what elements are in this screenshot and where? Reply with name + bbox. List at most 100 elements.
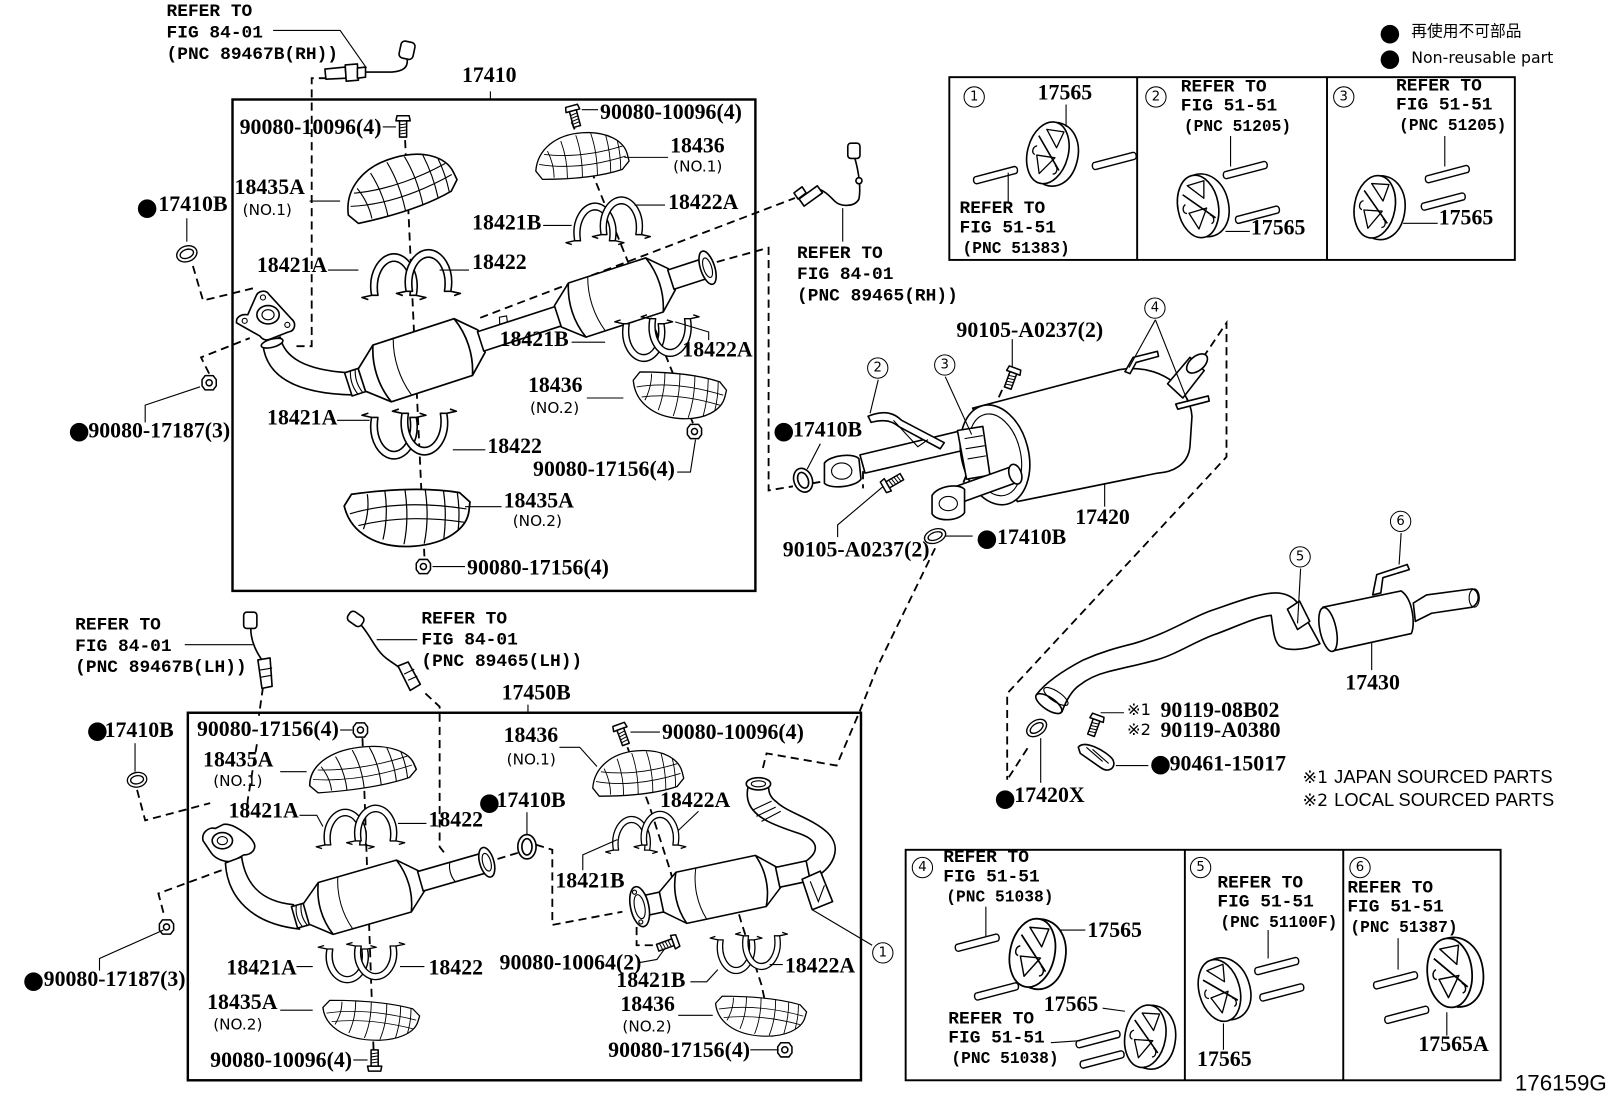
tail-pipe-drawing [1034,563,1480,715]
callout-part-number[interactable]: 17565 [1250,214,1306,240]
callout-part-number[interactable]: 18435A [203,746,274,772]
callout-part-number[interactable]: 90080-17156(4) [533,456,675,481]
callout-part-number[interactable]: 18421B [555,867,625,892]
callout-part-number[interactable]: 90080-17156(4) [196,716,339,741]
clamp-18422 [395,248,462,297]
callout-part-number[interactable]: 17410B [158,191,228,216]
heat-shield-18436-no1 [535,131,630,181]
callout-part-number[interactable]: 18436 [620,991,675,1016]
callout-part-number[interactable]: 17410B [997,524,1067,549]
hanger-rod-icon [1424,164,1471,184]
callout-part-number[interactable]: 18422 [428,954,484,980]
callout-part-number[interactable]: 18422 [487,433,542,458]
assembly-number-17430[interactable]: 17430 [1345,669,1400,694]
footnote-text: JAPAN SOURCED PARTS [1334,766,1553,787]
figure-reference[interactable]: FIG 51-51 [1180,96,1278,117]
callout-part-number[interactable]: 17565 [1037,79,1093,105]
callout-part-number[interactable]: 90080-10096(4) [239,114,382,139]
hanger-ref-circle[interactable]: 1 [872,942,894,964]
callout-part-number[interactable]: 90080-17156(4) [467,554,609,580]
gasket-icon [1022,714,1051,741]
callout-part-number[interactable]: 17420X [1014,782,1085,807]
callout-part-number[interactable]: 17410B [496,787,566,812]
hanger-ref-circle[interactable]: 2 [867,357,889,379]
figure-reference[interactable]: FIG 51-51 [1217,892,1314,913]
callout-part-number[interactable]: 90080-17156(4) [608,1037,751,1062]
figure-reference[interactable]: FIG 84-01 [75,636,172,657]
callout-part-number[interactable]: 90080-17187(3) [43,966,186,991]
callout-part-number[interactable]: 18422A [668,189,739,214]
callout-part-number[interactable]: 18435A [503,487,574,513]
hanger-ref-circle[interactable]: 5 [1289,546,1311,568]
callout-part-number[interactable]: 18436 [527,372,583,397]
callout-part-number[interactable]: 17565 [1197,1046,1252,1071]
figure-reference[interactable]: FIG 51-51 [1396,95,1493,116]
leader-line [677,810,699,831]
hanger-reference-4b: REFER TO FIG 51-51 (PNC 51038) [948,1009,1058,1069]
figure-reference[interactable]: FIG 84-01 [797,264,894,285]
callout-part-number[interactable]: 18435A [207,989,278,1014]
callout-part-number[interactable]: 18421A [228,797,299,822]
leader-lines [98,29,1448,1061]
callout-part-number[interactable]: 90461-15017 [1169,750,1287,776]
callout-part-number[interactable]: 90105-A0237(2) [782,536,930,561]
callout-part-number[interactable]: 18421A [267,404,338,429]
callout-part-number[interactable]: 17565 [1043,991,1099,1016]
assembly-number-17450b[interactable]: 17450B [501,679,571,705]
figure-reference[interactable]: FIG 51-51 [959,218,1056,239]
footnote-mark: ※1 [1302,767,1329,788]
non-reusable-marker-icon: ● [68,415,90,445]
detail-ref-circle: 1 [963,86,985,108]
rubber-hanger-icon [1190,950,1258,1028]
figure-reference[interactable]: FIG 51-51 [948,1028,1045,1049]
callout-part-number[interactable]: 18422A [682,336,753,361]
leader-line [559,746,598,767]
figure-reference[interactable]: FIG 51-51 [943,867,1040,888]
oxygen-sensor-icon [242,611,273,690]
figure-reference[interactable]: FIG 84-01 [166,22,263,44]
refer-to-label: REFER TO [943,847,1029,868]
leader-line [1297,568,1302,624]
figure-id: 176159G [1514,1070,1607,1096]
rh-front-pipe-frame [231,98,757,593]
heat-shield-18435a-no1 [305,742,419,795]
assembly-number-17420[interactable]: 17420 [1075,504,1130,529]
callout-part-number[interactable]: 18421A [226,954,297,980]
callout-part-number[interactable]: 17565 [1438,204,1494,229]
callout-part-number[interactable]: 18422A [659,787,731,812]
hanger-rod-icon [1384,1005,1430,1025]
callout-part-number[interactable]: 17410B [792,416,863,442]
callout-part-number[interactable]: 18436 [670,132,725,157]
callout-part-number[interactable]: 18422A [784,952,856,978]
hanger-ref-circle[interactable]: 3 [934,354,956,376]
callout-part-number[interactable]: 90105-A0237(2) [956,317,1104,342]
non-reusable-marker-icon: ● [1149,748,1172,778]
hanger-rod-icon [973,982,1020,1001]
hanger-ref-circle[interactable]: 6 [1389,510,1412,533]
figure-reference[interactable]: FIG 51-51 [1347,897,1444,918]
figure-reference[interactable]: FIG 84-01 [421,629,518,651]
callout-part-number[interactable]: 17565A [1418,1031,1489,1056]
non-reusable-marker-icon: ● [976,523,998,552]
callout-part-number[interactable]: 17410B [104,717,174,742]
callout-part-number[interactable]: 90119-A0380 [1160,717,1281,742]
clamp-18422a [591,196,652,240]
callout-part-number[interactable]: 18422 [428,806,484,832]
callout-part-number[interactable]: 18421B [616,967,686,992]
callout-part-number[interactable]: 90080-10096(4) [600,98,742,124]
callout-part-number[interactable]: 18421A [256,252,328,277]
callout-part-number[interactable]: 17565 [1087,917,1142,942]
callout-part-number[interactable]: 90119-08B02 [1160,697,1280,722]
callout-part-number[interactable]: 18421B [472,209,542,235]
callout-part-number[interactable]: 90080-10064(2) [499,949,642,975]
hanger-ref-circle[interactable]: 4 [1144,297,1166,319]
callout-part-number[interactable]: 18435A [234,174,305,199]
callout-part-number[interactable]: 18436 [503,722,559,747]
assembly-number-17410[interactable]: 17410 [461,62,517,87]
callout-part-number[interactable]: 90080-10096(4) [210,1047,353,1072]
callout-part-number[interactable]: 90080-17187(3) [88,417,231,443]
callout-part-number[interactable]: 90080-10096(4) [661,719,804,744]
callout-part-number[interactable]: 18422 [472,249,527,274]
callout-part-number[interactable]: 18421B [499,326,569,351]
lh-inlet-pipe [224,856,301,930]
